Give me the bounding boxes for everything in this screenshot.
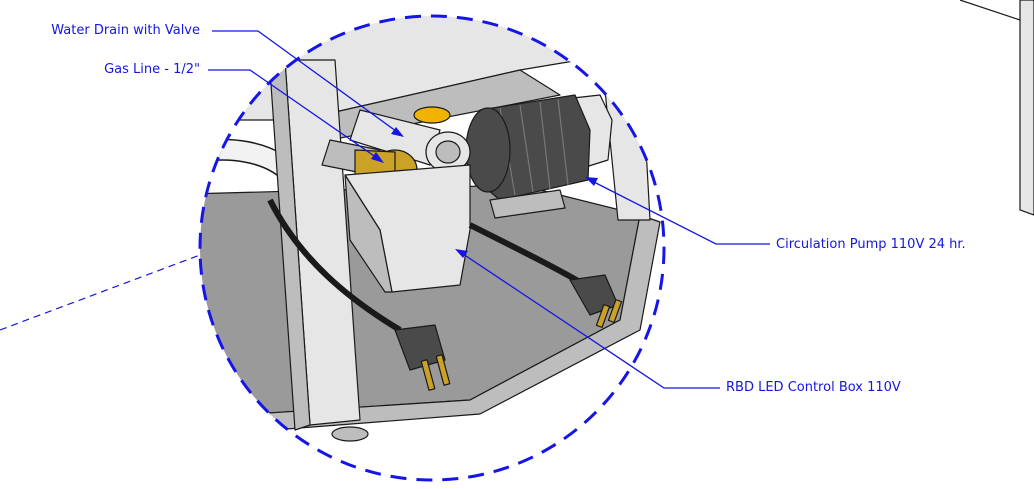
water-drain-valve xyxy=(349,106,471,173)
magnified-detail xyxy=(200,16,664,442)
leader-circulation-pump xyxy=(589,179,770,245)
leader-gas-line xyxy=(208,69,381,161)
magnifier-lead-line xyxy=(0,254,201,331)
callout-control-box: RBD LED Control Box 110V xyxy=(726,380,901,395)
frame-edge xyxy=(959,0,1034,216)
plug-left xyxy=(394,324,451,391)
arrowhead-circulation-pump xyxy=(585,177,598,186)
callout-gas-line: Gas Line - 1/2" xyxy=(104,62,200,77)
leader-water-drain xyxy=(212,30,401,135)
leader-control-box xyxy=(459,251,720,389)
arrowhead-control-box xyxy=(455,249,468,258)
foot xyxy=(331,426,369,442)
plug-right xyxy=(569,274,623,328)
callout-water-drain: Water Drain with Valve xyxy=(51,23,200,38)
arrowhead-gas-line xyxy=(371,152,384,163)
callout-circulation-pump: Circulation Pump 110V 24 hr. xyxy=(776,237,966,252)
magnifier-circle xyxy=(198,14,666,482)
arrowhead-water-drain xyxy=(391,127,404,137)
power-cord-left xyxy=(267,198,402,333)
pump-motor xyxy=(465,94,613,219)
control-box-drawing xyxy=(344,164,471,293)
